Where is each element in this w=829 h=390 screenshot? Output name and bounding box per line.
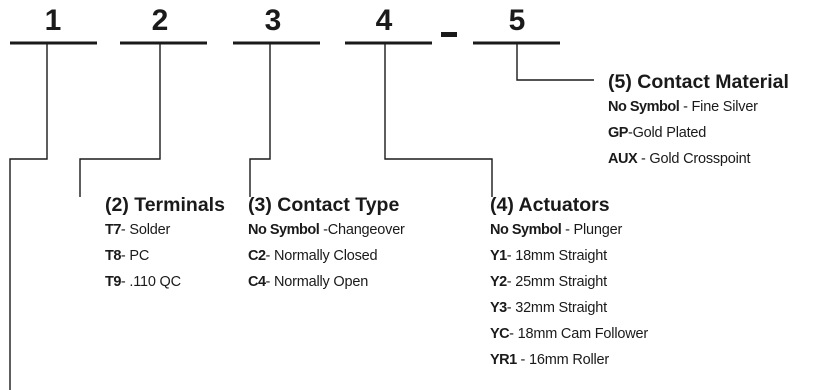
option-desc: -Changeover [319,222,405,238]
option-code: Y1 [490,248,507,264]
group-terminals: (2) Terminals T7- Solder T8- PC T9- .110… [105,193,225,295]
option-code: AUX [608,151,638,167]
option-code: C4 [248,274,266,290]
option-row: T7- Solder [105,217,225,243]
group-heading: (2) Terminals [105,194,225,216]
group-contact-material: (5) Contact Material No Symbol - Fine Si… [608,70,789,172]
leader-5 [516,43,594,81]
option-code: No Symbol [248,222,320,238]
code-position-2: 2 [151,4,169,37]
option-row: No Symbol -Changeover [248,217,405,243]
option-desc: - 18mm Straight [506,248,607,264]
option-row: No Symbol - Fine Silver [608,94,789,120]
option-code: T9 [105,274,121,290]
group-contact-type: (3) Contact Type No Symbol -Changeover C… [248,193,405,295]
group-heading: (4) Actuators [490,194,610,216]
option-row: YC- 18mm Cam Follower [490,321,648,347]
code-position-1: 1 [44,4,62,37]
option-desc: - Normally Open [265,274,369,290]
option-desc: - Gold Crosspoint [637,151,751,167]
code-position-4: 4 [375,4,393,37]
option-row: C4- Normally Open [248,269,405,295]
option-row: C2- Normally Closed [248,243,405,269]
option-code: T7 [105,222,121,238]
option-desc: -Gold Plated [627,125,707,141]
leader-1 [9,43,48,390]
option-row: YR1 - 16mm Roller [490,347,648,373]
option-row: AUX - Gold Crosspoint [608,146,789,172]
option-code: YR1 [490,352,517,368]
option-code: No Symbol [608,99,680,115]
option-row: GP-Gold Plated [608,120,789,146]
option-row: Y1- 18mm Straight [490,243,648,269]
option-code: T8 [105,248,121,264]
option-desc: - Plunger [561,222,623,238]
option-desc: - Fine Silver [679,99,758,115]
group-heading: (3) Contact Type [248,194,400,216]
option-desc: - PC [120,248,150,264]
leader-3 [249,43,271,197]
option-desc: - 16mm Roller [516,352,610,368]
option-row: T8- PC [105,243,225,269]
code-position-3: 3 [264,4,282,37]
option-row: Y2- 25mm Straight [490,269,648,295]
option-row: T9- .110 QC [105,269,225,295]
code-position-5: 5 [508,4,526,37]
option-code: C2 [248,248,266,264]
option-desc: - 32mm Straight [506,300,607,316]
leader-4 [384,43,493,197]
separator-dash [441,32,457,37]
option-code: Y3 [490,300,507,316]
option-desc: - .110 QC [120,274,181,290]
option-desc: - Solder [120,222,171,238]
option-desc: - 18mm Cam Follower [509,326,648,342]
option-code: YC [490,326,510,342]
group-actuators: (4) Actuators No Symbol - Plunger Y1- 18… [490,193,648,373]
option-code: No Symbol [490,222,562,238]
leader-2 [79,43,161,197]
option-desc: - Normally Closed [265,248,378,264]
option-row: Y3- 32mm Straight [490,295,648,321]
option-code: Y2 [490,274,507,290]
option-row: No Symbol - Plunger [490,217,648,243]
option-code: GP [608,125,628,141]
group-heading: (5) Contact Material [608,71,789,93]
option-desc: - 25mm Straight [506,274,607,290]
